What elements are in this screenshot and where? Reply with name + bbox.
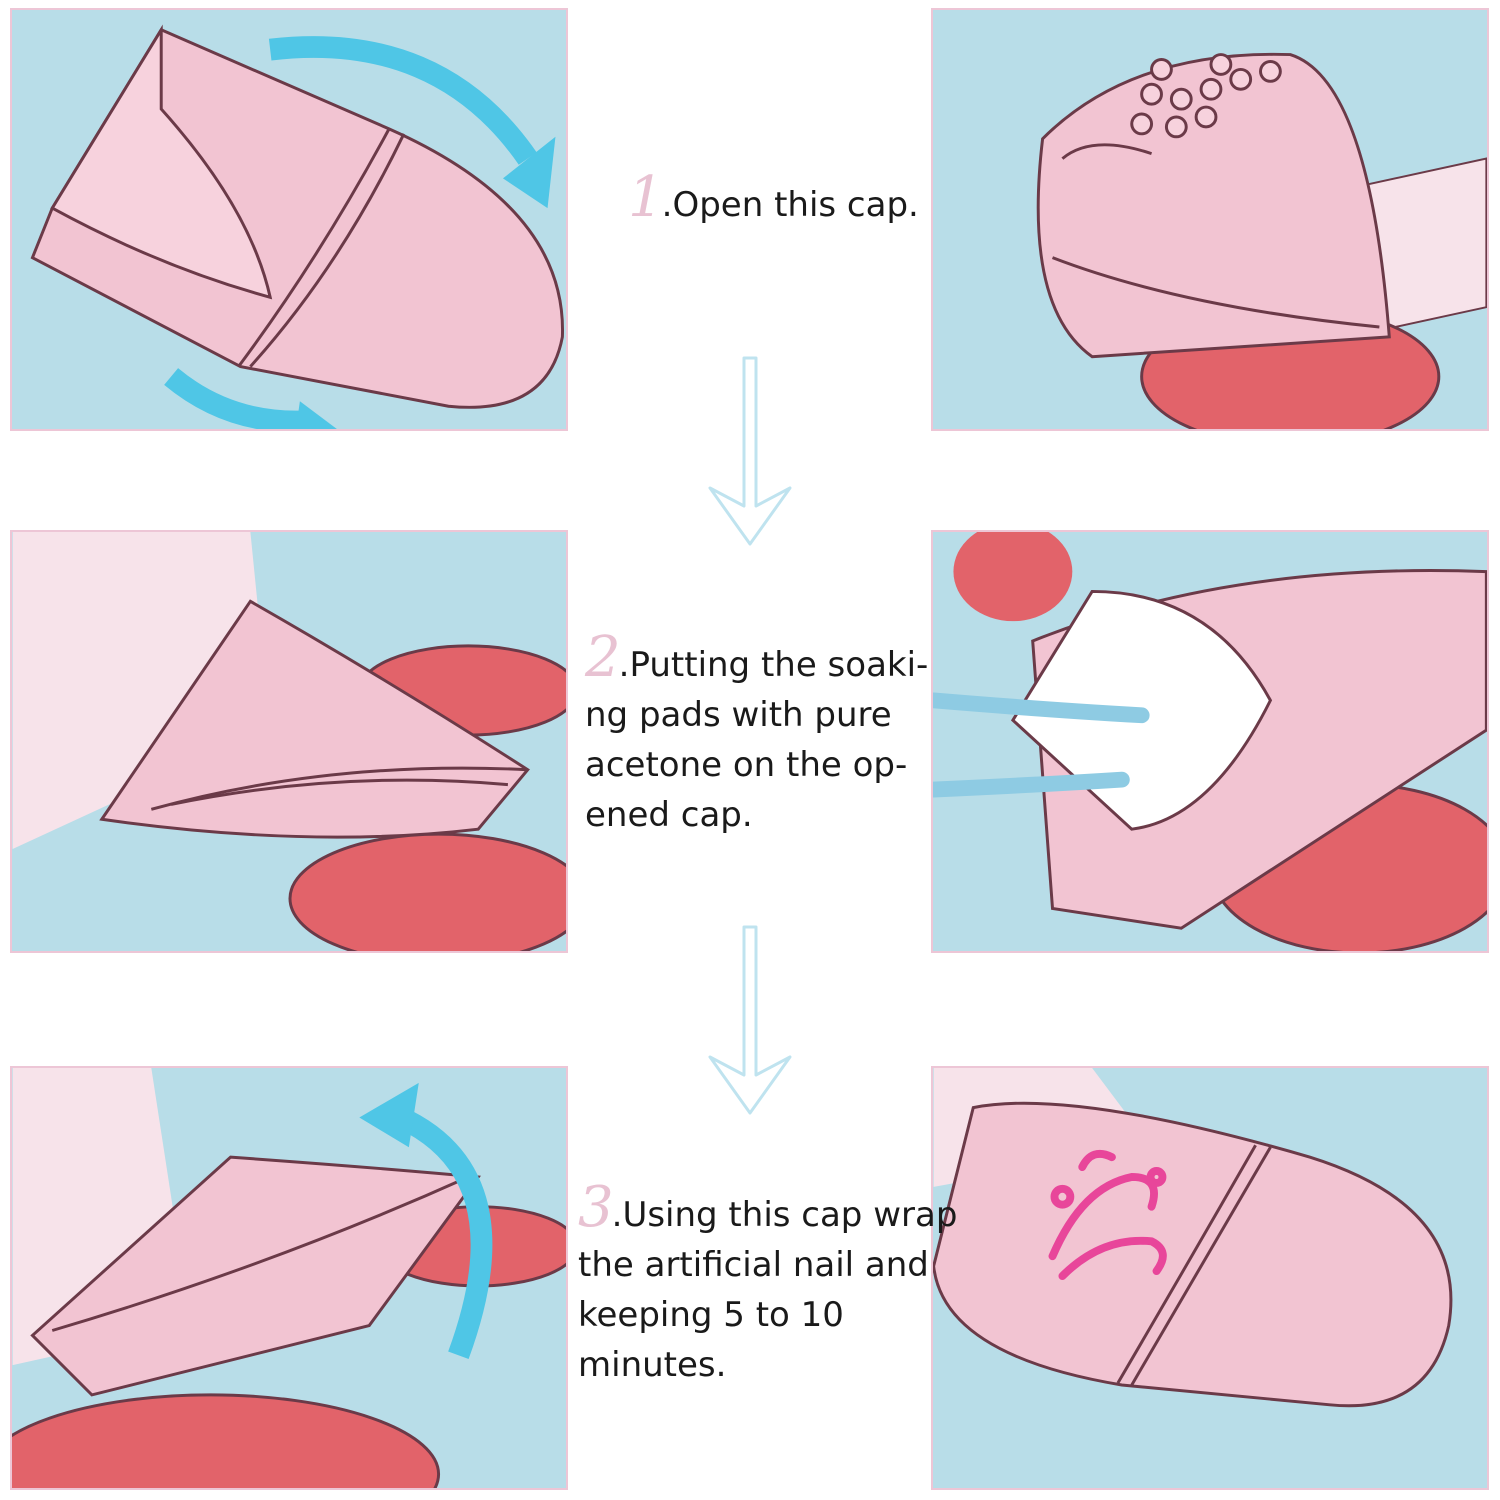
down-arrow-icon (708, 925, 792, 1115)
tweezers-icon (933, 692, 1150, 724)
step-text-line: the artificial nail and (578, 1245, 929, 1285)
illustration-open-cap (10, 8, 568, 431)
step-number: 2 (585, 625, 621, 690)
step-1-instruction: 1.Open this cap. (628, 170, 919, 230)
step-number: 1 (628, 165, 664, 230)
step-text-line: acetone on the op- (585, 745, 908, 785)
step-text-line: .Open this cap. (661, 185, 919, 225)
step-2-instruction: 2.Putting the soaki- ng pads with pure a… (585, 630, 928, 840)
rotate-arrow-icon (268, 36, 537, 165)
illustration-cap-on-finger (10, 530, 568, 953)
down-arrow-icon (708, 356, 792, 546)
step-text-line: minutes. (578, 1345, 727, 1385)
illustration-wrapped-cap (931, 1066, 1489, 1490)
step-text-line: keeping 5 to 10 (578, 1295, 844, 1335)
flourish-decoration-icon (1048, 1149, 1167, 1280)
step-text-line: ened cap. (585, 795, 753, 835)
illustration-wrap-cap (10, 1066, 568, 1490)
illustration-soaking-pad (931, 530, 1489, 953)
step-number: 3 (578, 1175, 614, 1240)
step-text-line: ng pads with pure (585, 695, 892, 735)
step-text-line: .Using this cap wrap (611, 1195, 958, 1235)
step-text-line: .Putting the soaki- (618, 645, 929, 685)
step-3-instruction: 3.Using this cap wrap the artificial nai… (578, 1180, 957, 1390)
illustration-cap-bumps (931, 8, 1489, 431)
